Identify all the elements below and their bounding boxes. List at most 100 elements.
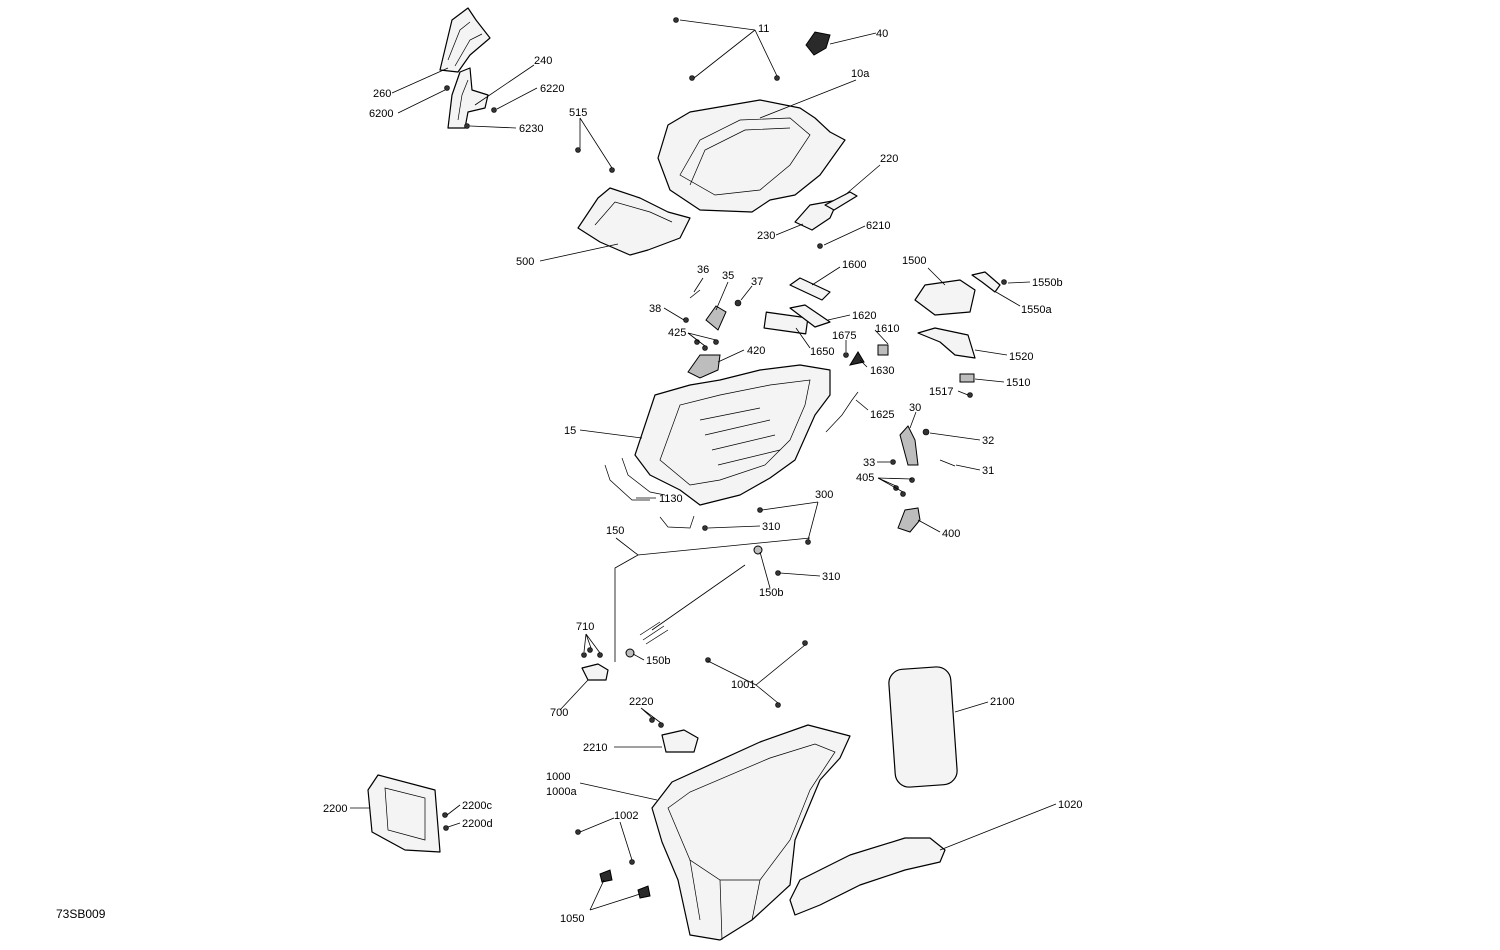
part-36-pin: [689, 289, 701, 299]
part-500-front-cover: [577, 187, 691, 256]
callout-38: 38: [649, 303, 661, 315]
callout-40: 40: [876, 28, 888, 40]
callout-1050: 1050: [560, 913, 584, 925]
part-1650-filter: [763, 311, 809, 335]
part-700-latch: [581, 663, 609, 681]
callout-150b-upper: 150b: [759, 587, 783, 599]
fastener-425c: [713, 339, 719, 345]
part-31-bolt: [939, 459, 956, 467]
part-400-latch-cover: [897, 507, 921, 533]
part-220-strip: [824, 191, 858, 211]
callout-6230: 6230: [519, 123, 543, 135]
callout-710: 710: [576, 621, 594, 633]
callout-1000a: 1000a: [546, 786, 577, 798]
part-37-spring: [734, 299, 742, 307]
fastener-6210: [817, 243, 823, 249]
callout-2220: 2220: [629, 696, 653, 708]
callout-700: 700: [550, 707, 568, 719]
fastener-33: [890, 459, 896, 465]
callout-1600: 1600: [842, 259, 866, 271]
part-2200-box: [367, 774, 441, 853]
callout-1001: 1001: [731, 679, 755, 691]
callout-425: 425: [668, 327, 686, 339]
fastener-11a: [673, 17, 679, 23]
part-1620-gasket: [789, 304, 831, 328]
callout-420: 420: [747, 345, 765, 357]
callout-10a: 10a: [851, 68, 870, 80]
callout-1620: 1620: [852, 310, 876, 322]
callout-labels: 11 40 10a 220 6210 230 260 240 6220 6200…: [56, 23, 1082, 925]
callout-31: 31: [982, 465, 994, 477]
fastener-2220a: [649, 717, 655, 723]
callout-15: 15: [564, 425, 576, 437]
callout-260: 260: [373, 88, 391, 100]
callout-2200c: 2200c: [462, 800, 492, 812]
fastener-1550b: [1001, 279, 1007, 285]
fastener-1675: [843, 352, 849, 358]
callout-1550b: 1550b: [1032, 277, 1063, 289]
fastener-515a: [575, 147, 581, 153]
part-2210-holder: [661, 729, 699, 753]
callout-1000: 1000: [546, 771, 570, 783]
callout-30: 30: [909, 402, 921, 414]
callout-33: 33: [863, 457, 875, 469]
fastener-6200: [444, 85, 450, 91]
callout-310-lower: 310: [822, 571, 840, 583]
callout-2210: 2210: [583, 742, 607, 754]
fastener-1001c: [775, 702, 781, 708]
callout-6200: 6200: [369, 108, 393, 120]
diagram-reference-code: 73SB009: [56, 907, 106, 921]
fastener-405b: [900, 491, 906, 497]
fastener-6220: [491, 107, 497, 113]
callout-1675: 1675: [832, 330, 856, 342]
callout-1520: 1520: [1009, 351, 1033, 363]
part-150-rod: [639, 564, 746, 645]
callout-500: 500: [516, 256, 534, 268]
part-30-latch: [899, 425, 919, 466]
callout-2100: 2100: [990, 696, 1014, 708]
callout-515: 515: [569, 107, 587, 119]
part-35-latch: [705, 305, 727, 331]
part-150b-clip-bottom: [625, 648, 635, 658]
fastener-11b: [689, 75, 695, 81]
fastener-710b: [587, 647, 593, 653]
callout-1610: 1610: [875, 323, 899, 335]
callout-1002: 1002: [614, 810, 638, 822]
part-1020-gasket: [789, 837, 946, 916]
callout-1130: 1130: [659, 493, 683, 505]
callout-220: 220: [880, 153, 898, 165]
part-1130-hinges: [604, 457, 695, 529]
callout-405: 405: [856, 472, 874, 484]
part-1500-housing: [914, 279, 976, 316]
part-40-cap: [805, 31, 831, 56]
fastener-310a: [702, 525, 708, 531]
callout-32: 32: [982, 435, 994, 447]
fastener-710a: [581, 652, 587, 658]
part-1050-clip-2: [637, 885, 651, 899]
part-1625-hose: [825, 391, 859, 433]
part-420-latch-cover: [687, 354, 721, 379]
part-1000-storage-bin: [651, 724, 851, 941]
leader-lines: [350, 19, 1057, 911]
callout-6220: 6220: [540, 83, 564, 95]
part-1610-clip: [877, 344, 889, 356]
fastener-2200c: [442, 812, 448, 818]
callout-36: 36: [697, 264, 709, 276]
fastener-38: [683, 317, 689, 323]
fastener-515b: [609, 167, 615, 173]
fastener-405c: [909, 477, 915, 483]
callout-230: 230: [757, 230, 775, 242]
callout-11: 11: [758, 23, 769, 35]
part-150b-clip-top: [753, 545, 763, 555]
fastener-425b: [702, 345, 708, 351]
part-1550a-handle: [971, 271, 1001, 293]
part-1600-pad: [789, 277, 831, 301]
callout-2200d: 2200d: [462, 818, 493, 830]
callout-6210: 6210: [866, 220, 890, 232]
fastener-1002b: [629, 859, 635, 865]
fastener-2200d: [443, 825, 449, 831]
callout-400: 400: [942, 528, 960, 540]
callout-1020: 1020: [1058, 799, 1082, 811]
part-1630-clip: [848, 351, 865, 366]
